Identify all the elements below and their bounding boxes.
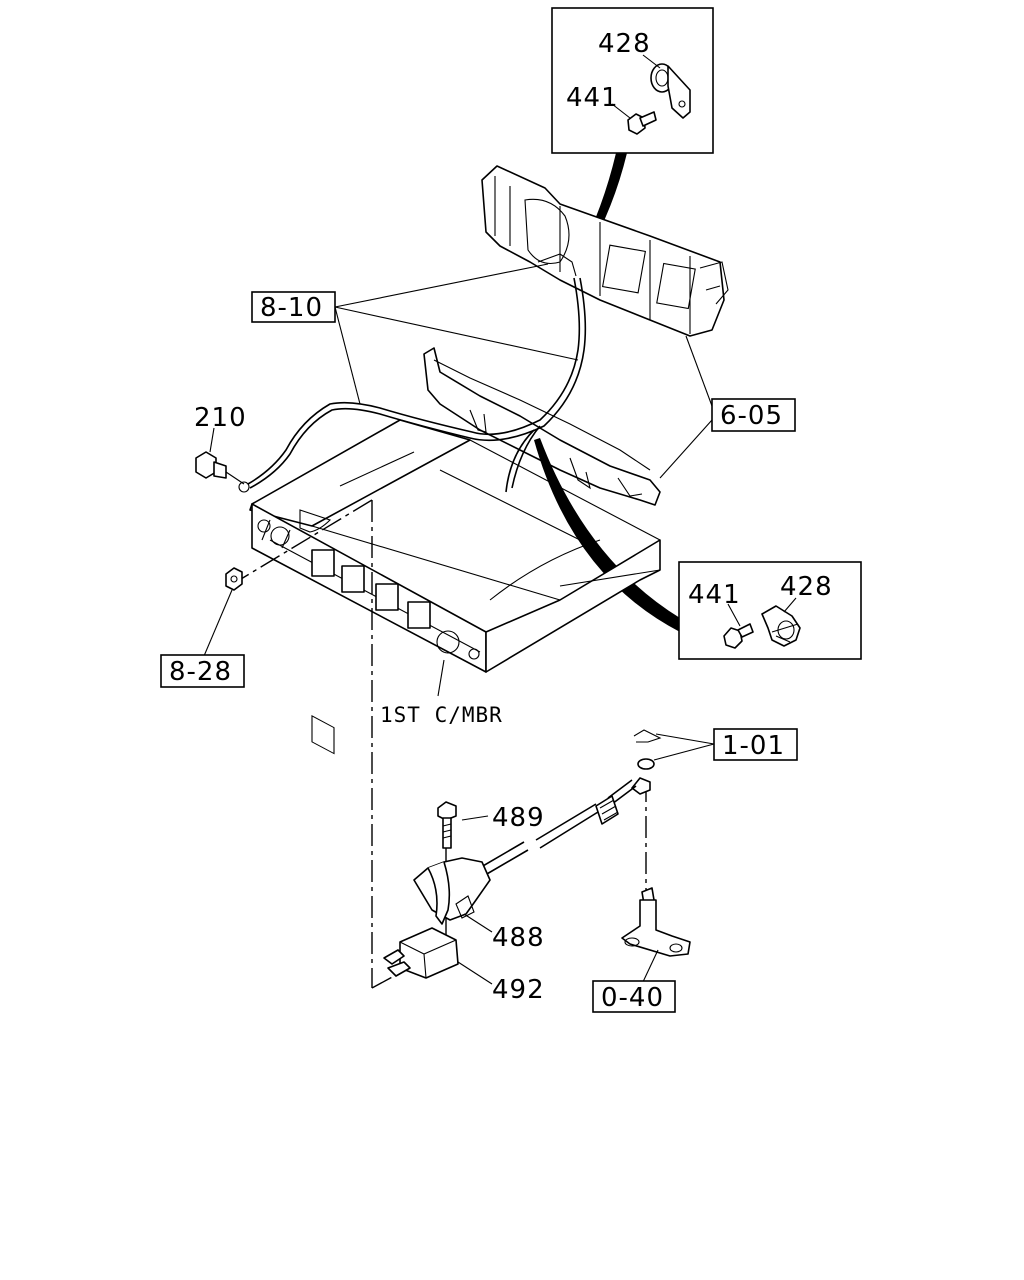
callout-210: 210	[194, 403, 247, 433]
bolt-441-top	[627, 111, 657, 135]
control-rod	[475, 777, 651, 879]
leader-810-c	[334, 306, 361, 405]
bolt-489	[437, 801, 489, 849]
block-492	[383, 927, 493, 985]
pointer-right-inset	[534, 438, 680, 632]
detail-inset-top: 428 441	[551, 7, 714, 154]
ref-040-label: 0-40	[601, 983, 664, 1013]
nut-828	[203, 567, 243, 657]
callout-488: 488	[492, 923, 545, 953]
leader-605-a	[685, 335, 713, 407]
leader-810-a	[334, 263, 549, 308]
front-support-member	[423, 347, 661, 506]
callout-441-right: 441	[688, 580, 741, 610]
ref-605[interactable]: 6-05	[711, 398, 796, 432]
centerline-to-mount	[235, 499, 373, 583]
bracket-040	[621, 887, 691, 985]
radiator-support-bracket	[481, 165, 729, 337]
ref-605-label: 6-05	[720, 401, 783, 431]
callout-492: 492	[492, 975, 545, 1005]
ref-040[interactable]: 0-40	[592, 980, 676, 1013]
callout-428-right: 428	[780, 572, 833, 602]
bolt-441-right	[723, 623, 754, 649]
clip-101	[633, 729, 715, 770]
first-crossmember	[249, 419, 661, 755]
callout-489: 489	[492, 803, 545, 833]
ref-101-label: 1-01	[722, 731, 785, 761]
callout-428-top: 428	[598, 29, 651, 59]
clamp-428-top	[650, 63, 691, 119]
clamp-428-right	[761, 605, 801, 647]
bracket-488	[413, 857, 493, 933]
sensor-210	[195, 427, 245, 485]
wiring-harness	[238, 277, 587, 493]
ref-828[interactable]: 8-28	[160, 654, 245, 688]
crossmember-note: 1ST C/MBR	[380, 703, 503, 727]
ref-810-label: 8-10	[260, 293, 323, 323]
ref-810[interactable]: 8-10	[251, 291, 336, 323]
detail-inset-right: 441 428	[678, 561, 862, 660]
leader-810-b	[334, 306, 579, 361]
leader-605-b	[659, 419, 713, 479]
ref-828-label: 8-28	[169, 657, 232, 687]
callout-441-top: 441	[566, 83, 619, 113]
ref-101[interactable]: 1-01	[713, 728, 798, 761]
leader-crossmember	[437, 659, 445, 697]
